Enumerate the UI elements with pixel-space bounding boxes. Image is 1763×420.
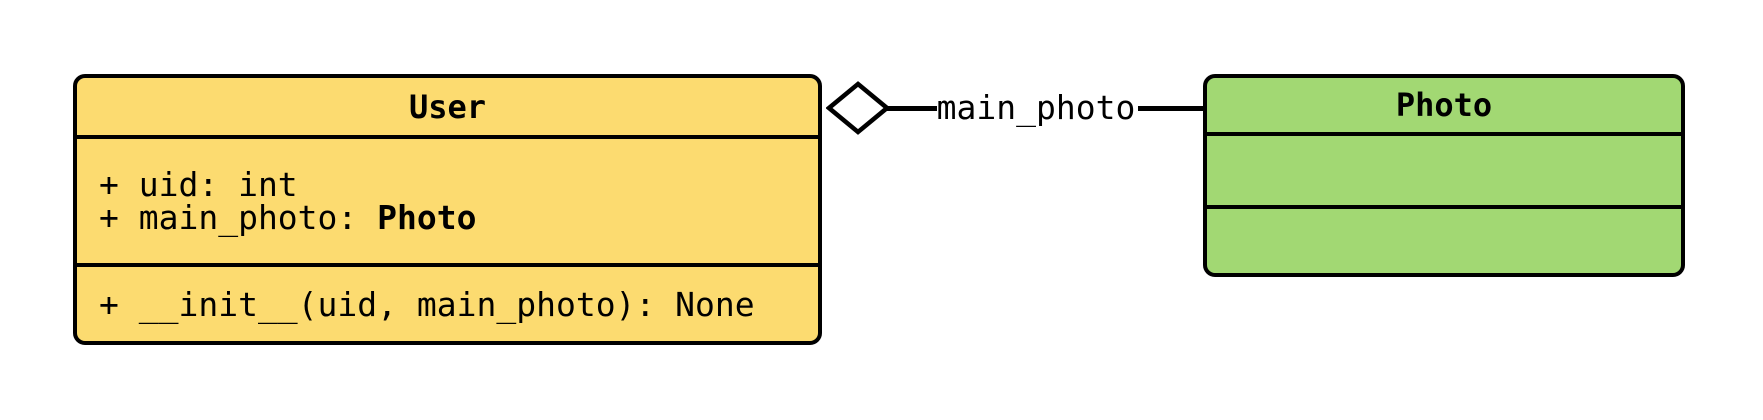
photo-class-title: Photo xyxy=(1207,78,1681,136)
user-attribute-uid: + uid: int xyxy=(99,165,298,204)
edge-line-segment-right xyxy=(1138,106,1205,111)
edge-line-segment-left xyxy=(885,106,937,111)
aggregation-diamond-icon xyxy=(826,81,890,135)
user-attribute-main-photo-prefix: + main_photo: xyxy=(99,198,378,237)
user-class-title: User xyxy=(77,78,818,139)
user-methods-compartment: + __init__(uid, main_photo): None xyxy=(77,267,818,341)
edge-label-main-photo: main_photo xyxy=(936,88,1136,127)
user-attributes-compartment: + uid: int + main_photo: Photo xyxy=(77,139,818,267)
photo-methods-compartment xyxy=(1207,209,1681,273)
user-attribute-main-photo: + main_photo: Photo xyxy=(99,201,818,234)
photo-attributes-compartment xyxy=(1207,136,1681,209)
class-node-user: User + uid: int + main_photo: Photo + __… xyxy=(73,74,822,345)
class-node-photo: Photo xyxy=(1203,74,1685,277)
user-method-init: + __init__(uid, main_photo): None xyxy=(99,284,755,324)
user-attribute-main-photo-type: Photo xyxy=(377,198,477,237)
